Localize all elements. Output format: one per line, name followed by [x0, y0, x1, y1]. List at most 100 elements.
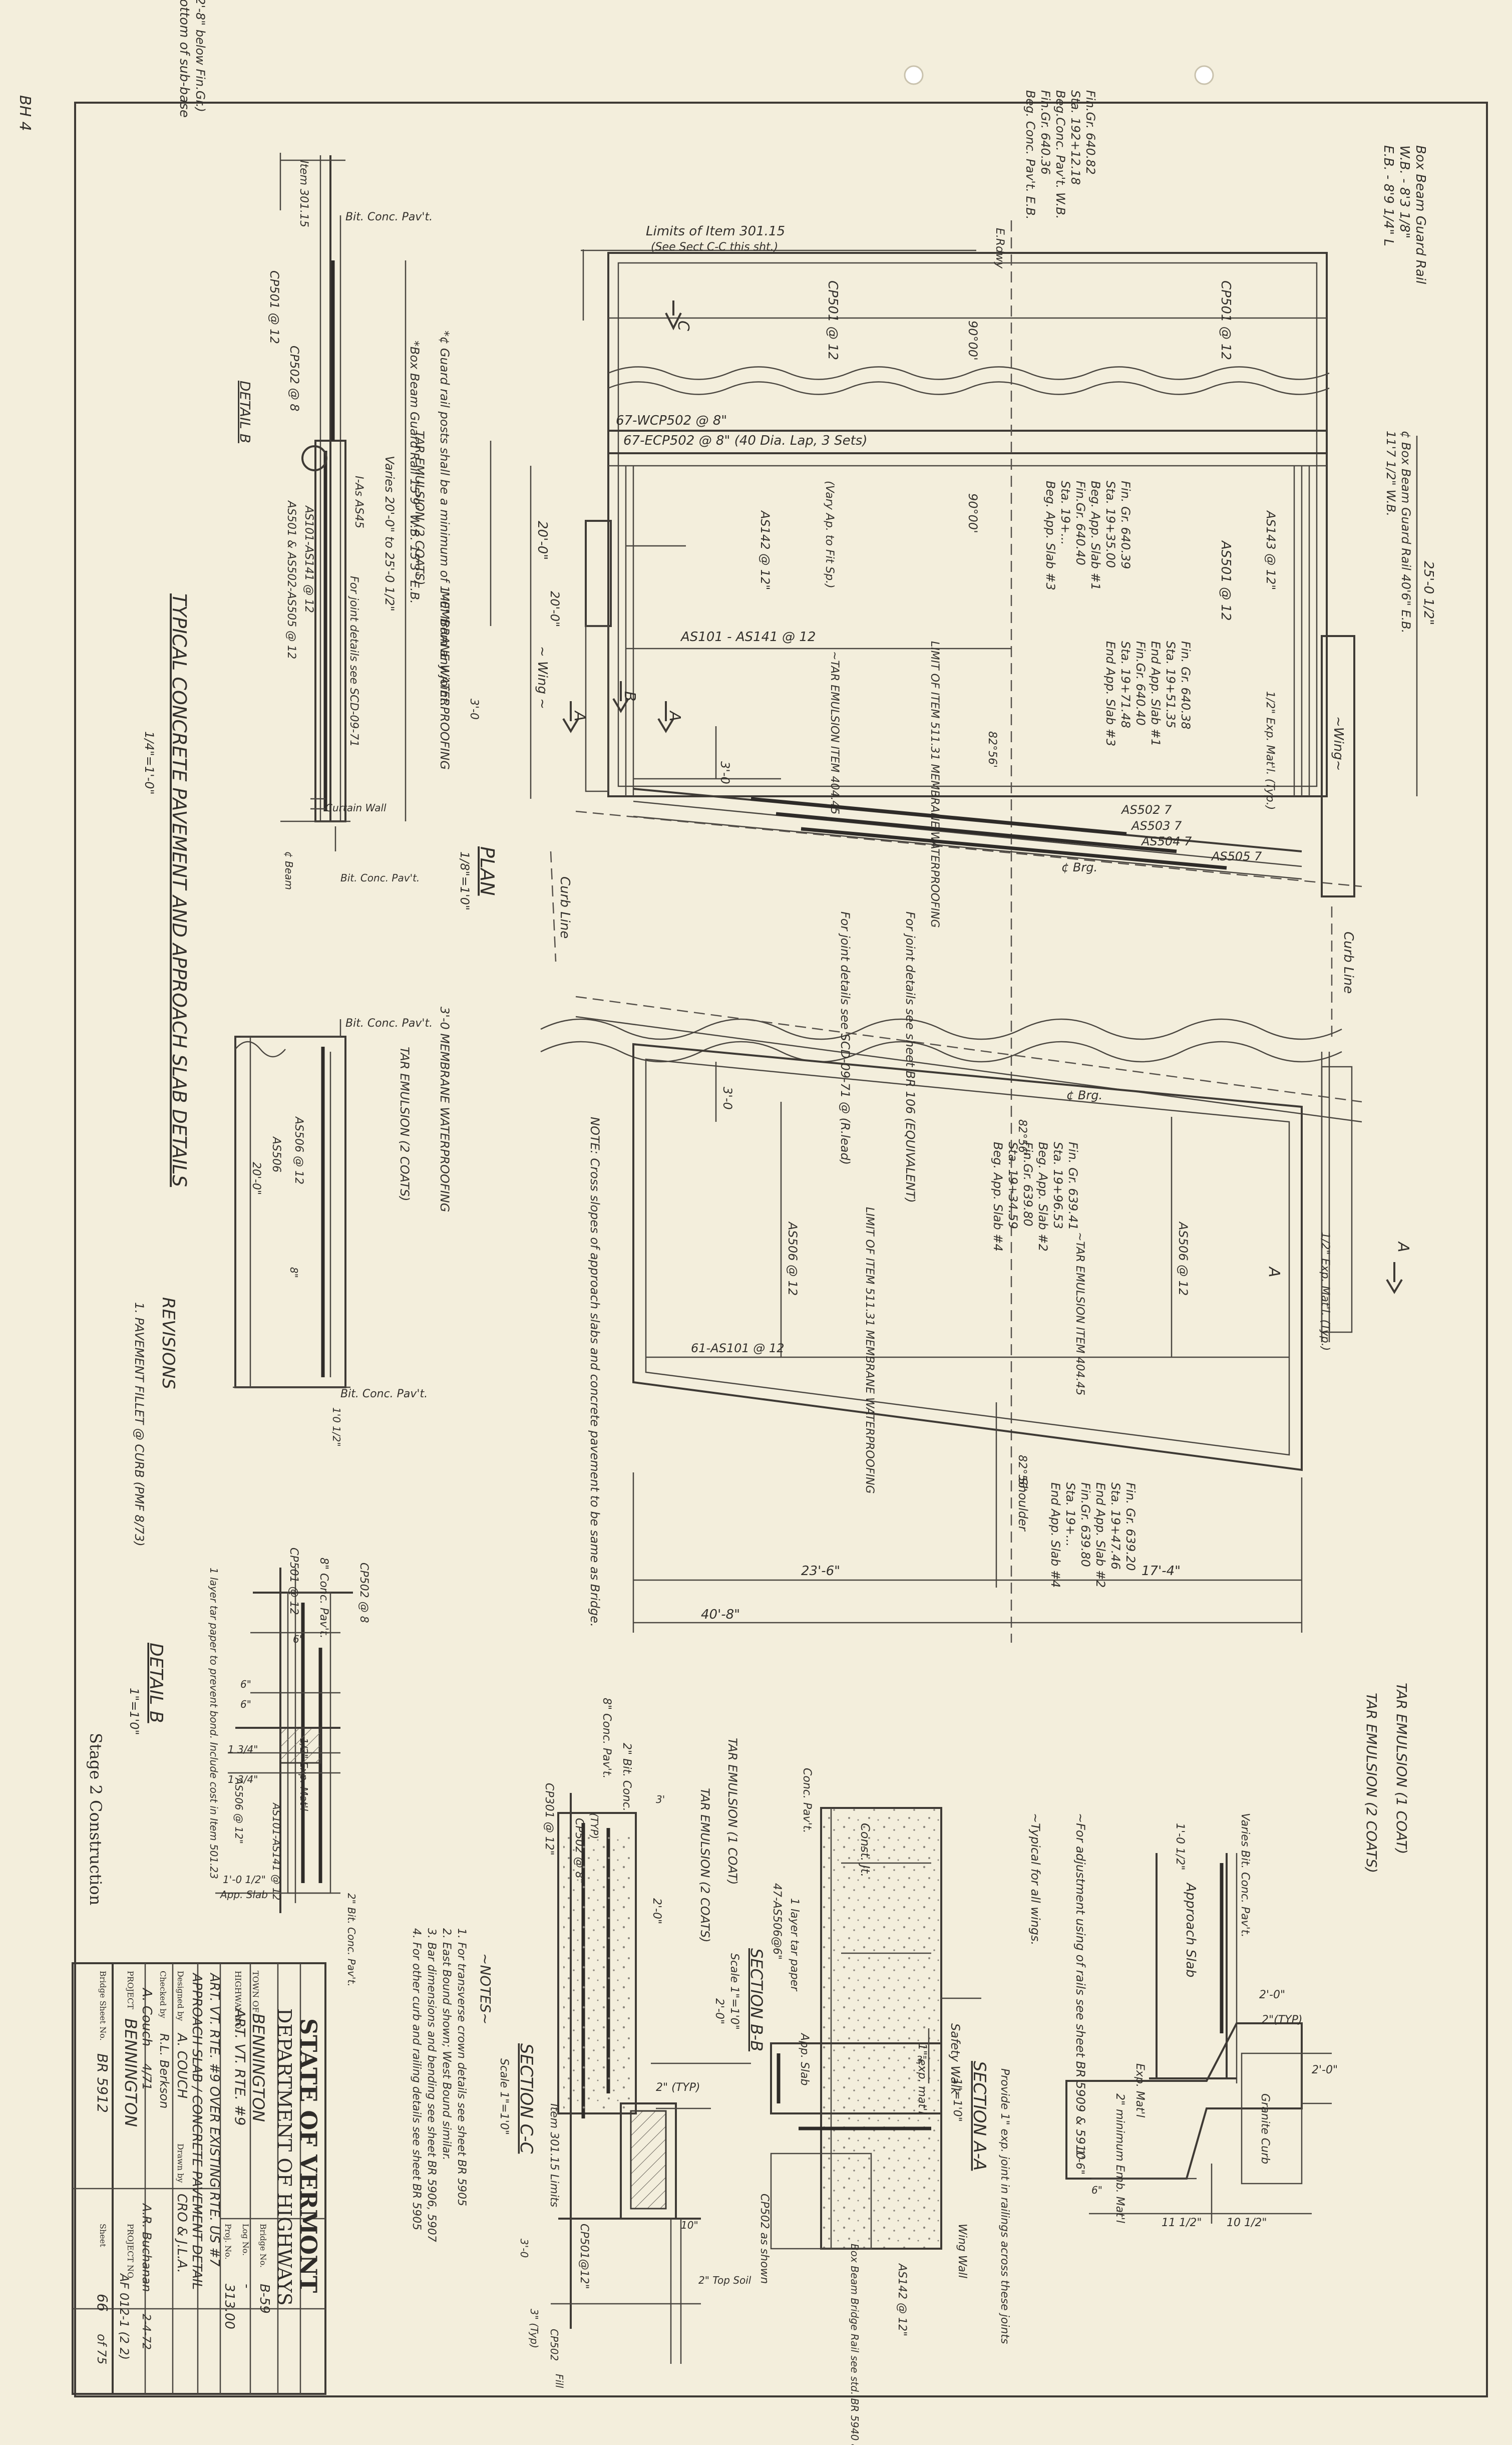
- aa-approach-slab: Approach Slab: [1183, 1882, 1198, 1978]
- cc-tar-2: TAR EMULSION (2 COATS): [698, 1788, 712, 1943]
- cut-b-left: B: [621, 691, 638, 702]
- lower-tar: ~TAR EMULSION ITEM 404.45: [1073, 1232, 1086, 1395]
- aa-dim-10: 1'-0 1/2": [1174, 1823, 1186, 1871]
- lower-end-3: End App. Slab #2: [1093, 1482, 1107, 1588]
- as142-label: AS142 @ 12": [758, 510, 772, 590]
- aa-varies: Varies Bit. Conc. Pav't.: [1239, 1813, 1251, 1937]
- lower-as506a: AS506 @ 12: [786, 1221, 800, 1296]
- as506-12-typ: AS506 @ 12: [292, 1116, 305, 1184]
- aa-dim-6: 6": [1091, 2184, 1102, 2196]
- cross-slope-note: NOTE: Cross slopes of approach slabs and…: [588, 1117, 602, 1627]
- shoulder-label: Shoulder: [1016, 1477, 1030, 1532]
- cp501-b: CP501 @ 12: [1218, 280, 1233, 360]
- cc-item-301: Item 301.15 Limits: [548, 2103, 560, 2207]
- var-ap-label: (Vary Ap. to Fit Sp.): [823, 481, 836, 588]
- tb-checked-label: Checked by: [158, 1971, 168, 2018]
- cut-a-inner: A: [1265, 1266, 1283, 1278]
- beg-app-slab-3-4: Sta. 19+35.00: [1103, 481, 1117, 568]
- as101-141: AS101 - AS141 @ 12: [680, 630, 816, 645]
- cut-a-mid: A: [666, 710, 683, 722]
- aa-typical: ~Typical for all wings.: [1028, 1813, 1042, 1945]
- aa-granite: Granite Curb: [1259, 2093, 1271, 2164]
- brg-lower: ¢ Brg.: [1066, 1088, 1102, 1102]
- brg-label: ¢ Brg.: [1061, 860, 1097, 874]
- lower-end-4: Sta. 19+47.46: [1108, 1482, 1122, 1570]
- bit-conc-2: Bit. Conc. Pav't.: [345, 1017, 433, 1030]
- tb-highway: ART. VT. RTE. #9: [232, 2007, 248, 2125]
- wing-label-2: ~Wing~: [1331, 716, 1346, 771]
- three-ft-lower: 3'-0: [720, 1087, 734, 1110]
- beg-app-slab-3-1: Sta. 19+...: [1058, 481, 1072, 545]
- bb-app-slab: App. Slab: [798, 2032, 811, 2086]
- section-aa-scale: 1"=1'0": [951, 2078, 963, 2122]
- membrane-typ: MEMBRANE WATERPROOFING: [438, 591, 452, 770]
- as143-label: AS143 @ 12": [1264, 510, 1278, 590]
- bridge-beg-sta-2: Sta. 192+12.18: [1068, 90, 1082, 185]
- tb-of: of 75: [95, 2334, 109, 2364]
- tb-proj-no: 313.00: [222, 2284, 237, 2329]
- punch-hole-right: [1194, 65, 1214, 85]
- tar-emulsion-typ: TAR EMULSION (2 COATS): [413, 431, 427, 585]
- cut-c-top: C: [674, 321, 692, 331]
- tb-engineer: A.R. Buchanan: [140, 2203, 154, 2292]
- joint-details-b: For joint details see SCD-09-71 @ (R.lea…: [838, 911, 852, 1165]
- aa-min-emb: 2" minimum Emb. Mat'l: [1113, 2093, 1126, 2223]
- cc-dim-2-0: 2'-0": [650, 1898, 663, 1924]
- note-4: 4. For other curb and railing details se…: [410, 1928, 423, 2230]
- varies-typ: Varies 20'-0" to 25'-0 1/2": [383, 456, 397, 612]
- angle-b: 82°56': [1016, 1119, 1028, 1156]
- tb-sheet: 66: [94, 2294, 111, 2312]
- bb-wing-wall: Wing Wall: [956, 2224, 968, 2278]
- lower-as506b: AS506 @ 12: [1176, 1221, 1190, 1296]
- tb-state: STATE OF VERMONT: [295, 2018, 322, 2293]
- wb-dim: 11'7 1/2" W.B.: [1384, 431, 1398, 516]
- curb-line-label: Curb Line: [557, 876, 572, 939]
- tb-approved: A. Couch: [139, 1987, 154, 2046]
- bb-box-beam: Box Beam Bridge Rail see std. BR 5940 at…: [849, 2244, 861, 2445]
- tb-desc-2: APPROACH SLAB / CONCRETE PAVEMENT DETAIL: [189, 1972, 204, 2290]
- aa-exp-matl: Exp. Mat'l: [1133, 2063, 1146, 2117]
- detail-b-exp: 1/2" Exp. Mat'l: [298, 1738, 310, 1811]
- section-cc-title: SECTION C-C: [516, 2043, 536, 2154]
- cc-dim-2-0b: 2'-0": [713, 1998, 725, 2024]
- beam-typ: ¢ Beam: [283, 851, 295, 890]
- tb-project: BENNINGTON: [121, 2018, 140, 2127]
- cc-cp501: CP501@12": [578, 2224, 590, 2289]
- aa-dim-10b: 10 1/2": [1227, 2217, 1267, 2229]
- end-app-slab-3-2: Fin.Gr. 640.40: [1133, 641, 1148, 726]
- angle-c: 82°56': [1016, 1455, 1028, 1491]
- tb-log-no: -: [239, 2284, 254, 2288]
- punch-hole-left: [904, 65, 924, 85]
- as504-label: AS504 7: [1141, 834, 1192, 848]
- detail-b-dim: 1'-0 1/2": [223, 1874, 266, 1886]
- bridge-beg: Beg. Conc. Pav't. E.B.: [1023, 90, 1037, 219]
- dim-20-plan: 20'-0": [535, 521, 550, 560]
- tb-engineer-date: 2-4-72: [140, 2314, 152, 2350]
- plan-title: PLAN: [476, 846, 498, 896]
- tb-proj-no-label: Proj. No.: [223, 2224, 233, 2260]
- as501-12: AS501 @ 12: [1218, 540, 1233, 621]
- typical-detail-left: [279, 153, 492, 851]
- tb-designed: A. COUCH: [174, 2032, 189, 2098]
- tar-emulsion-plan: ~TAR EMULSION ITEM 404.45: [828, 651, 841, 814]
- detail-b: [215, 1568, 353, 1913]
- beg-app-slab-3-group: Beg. App. Slab #3 Sta. 19+... Fin.Gr. 64…: [1043, 481, 1132, 590]
- bb-cp502: CP502 as shown: [758, 2194, 771, 2284]
- cc-fill: Fill: [553, 2374, 565, 2388]
- typical-scale: 1/4"=1'-0": [142, 731, 156, 795]
- tb-drawn: CRO & J.L.A.: [174, 2194, 189, 2273]
- bridge-beg-sta-1: Beg.Conc. Pav't. W.B.: [1053, 90, 1067, 219]
- tb-designed-label: Designed by: [176, 1971, 185, 2021]
- plan-view-lower: [540, 996, 1362, 1633]
- aa-dim-2-typ: 2"(TYP): [1262, 2014, 1302, 2026]
- beg-app-slab-3-3: Beg. App. Slab #1: [1088, 481, 1102, 590]
- aa-dim-1-6: 1'-6": [1073, 2149, 1086, 2175]
- as502-label: AS502 7: [1120, 803, 1172, 817]
- bridge-beg-sta-0: Fin.Gr. 640.36: [1038, 90, 1052, 175]
- three-ft-typ: 3'-0: [468, 699, 480, 720]
- bb-const-jt: Const. Jt.: [858, 1823, 872, 1877]
- section-cc: [551, 1793, 751, 2364]
- tb-bridge-sheet-label: Bridge Sheet No.: [98, 1971, 108, 2041]
- lower-beg-group: Beg. App. Slab #4 Sta. 19+34.59 Fin.Gr. …: [991, 1142, 1080, 1252]
